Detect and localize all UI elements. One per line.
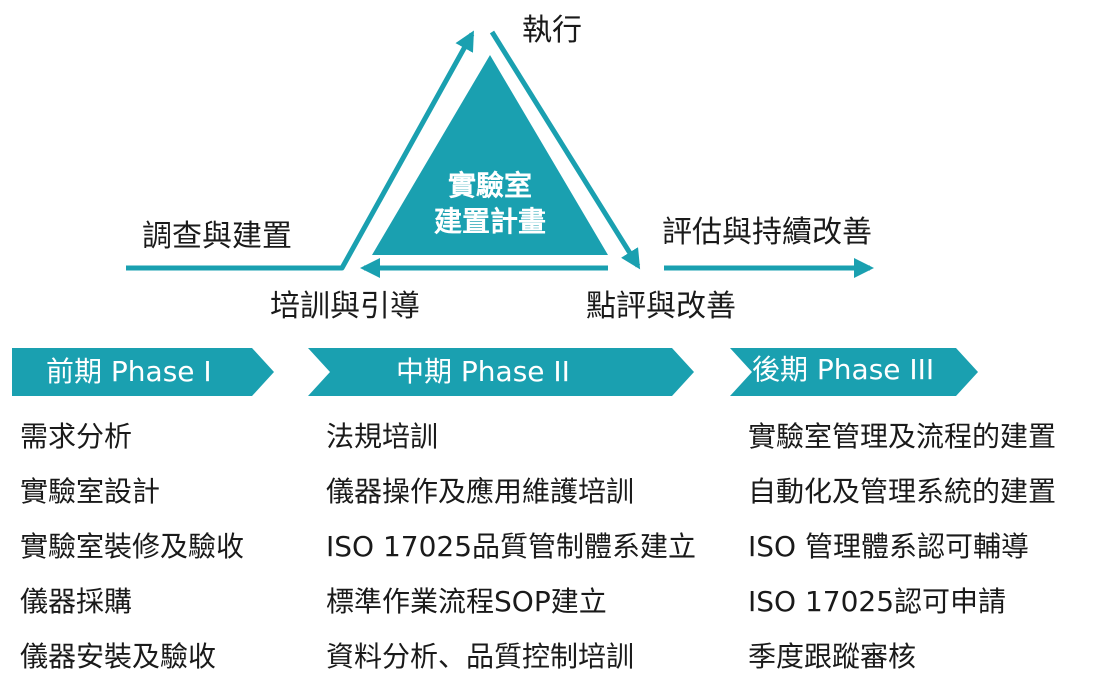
label-training-guidance: 培訓與引導 (270, 289, 420, 324)
list-item: 儀器安裝及驗收 (20, 640, 217, 673)
center-triangle (372, 55, 608, 255)
phase-2-chevron (308, 348, 694, 396)
list-item: 儀器操作及應用維護培訓 (326, 475, 635, 508)
list-item: 實驗室設計 (20, 475, 161, 508)
list-item: 實驗室管理及流程的建置 (748, 420, 1057, 453)
phase-2-label: 中期 Phase II (396, 355, 570, 388)
label-review-improve: 點評與改善 (586, 289, 736, 324)
center-title: 實驗室 建置計畫 (400, 168, 580, 240)
list-item: 標準作業流程SOP建立 (326, 585, 607, 618)
center-title-line2: 建置計畫 (433, 205, 546, 238)
list-item: 法規培訓 (326, 420, 439, 453)
center-title-line1: 實驗室 (447, 169, 532, 202)
phase-3-label: 後期 Phase III (752, 353, 935, 386)
list-item: 季度跟蹤審核 (748, 640, 917, 673)
phase-1-chevron (12, 348, 274, 396)
list-item: 自動化及管理系統的建置 (748, 475, 1057, 508)
list-item: 資料分析、品質控制培訓 (326, 640, 635, 673)
list-item: ISO 管理體系認可輔導 (748, 530, 1029, 563)
phase-1-items: 需求分析 實驗室設計 實驗室裝修及驗收 儀器採購 儀器安裝及驗收 (20, 420, 244, 695)
list-item: 儀器採購 (20, 585, 133, 618)
phase-3-chevron (730, 348, 978, 396)
list-item: ISO 17025認可申請 (748, 585, 1007, 618)
label-execute: 執行 (522, 13, 582, 48)
phase-2-items: 法規培訓 儀器操作及應用維護培訓 ISO 17025品質管制體系建立 標準作業流… (326, 420, 696, 695)
label-survey-build: 調查與建置 (142, 219, 292, 254)
phase-1-label: 前期 Phase I (46, 355, 212, 388)
phase-3-items: 實驗室管理及流程的建置 自動化及管理系統的建置 ISO 管理體系認可輔導 ISO… (748, 420, 1056, 695)
label-evaluate-improve: 評估與持續改善 (662, 215, 872, 250)
arrow-right-down (489, 30, 641, 270)
list-item: ISO 17025品質管制體系建立 (326, 530, 697, 563)
list-item: 需求分析 (20, 420, 133, 453)
arrow-left-up (126, 30, 475, 271)
list-item: 實驗室裝修及驗收 (20, 530, 245, 563)
